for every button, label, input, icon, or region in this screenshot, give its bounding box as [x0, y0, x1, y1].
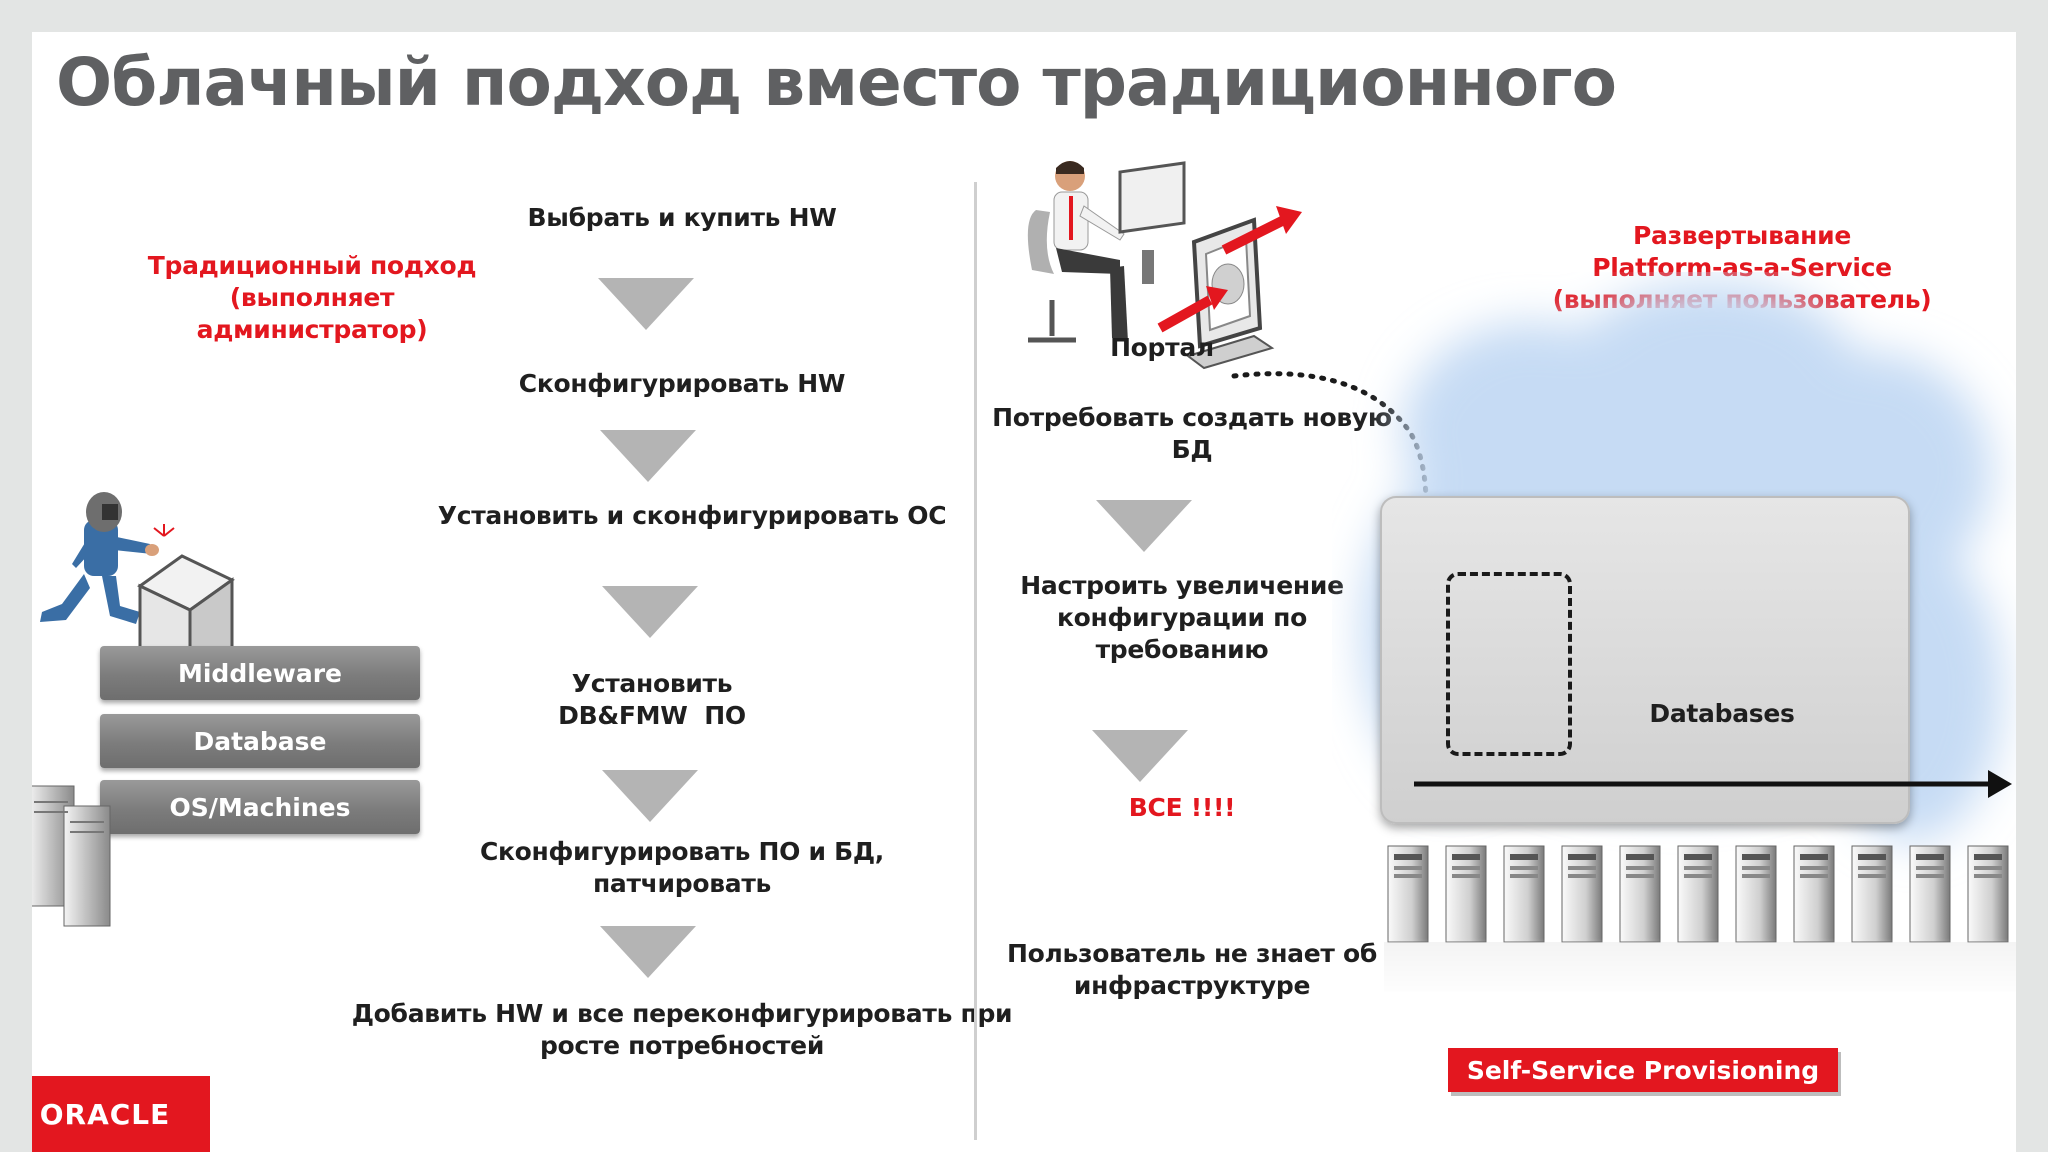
new-database-placeholder	[1446, 572, 1572, 756]
step-configure-hw: Сконфигурировать HW	[518, 369, 846, 398]
step-add-hw: Добавить HW и все переконфигурировать пр…	[351, 999, 1013, 1060]
step-buy-hw: Выбрать и купить HW	[527, 203, 837, 232]
step-request-db: Потребовать создать новую БД	[992, 403, 1392, 464]
server-icon	[32, 785, 111, 927]
scale-arrow-icon	[1414, 770, 2012, 798]
arrow-down-icon	[598, 278, 694, 330]
traditional-heading: Традиционный подход (выполняет администр…	[147, 251, 477, 344]
welder-icon	[40, 492, 175, 624]
slide: Облачный подход вместо традиционного Тра…	[32, 32, 2016, 1152]
databases-container	[1380, 496, 1910, 824]
portal-label: Портал	[1110, 333, 1214, 362]
server-farm-icon	[1384, 845, 2016, 998]
step-install-db-fmw: Установить DB&FMW ПО	[558, 669, 746, 730]
self-service-provisioning-badge: Self-Service Provisioning	[1448, 1048, 1838, 1092]
portal-user-illustration	[1027, 161, 1302, 370]
arrow-down-icon	[602, 586, 698, 638]
layer-database: Database	[100, 714, 420, 768]
user-unaware-note: Пользователь не знает об инфраструктуре	[1006, 939, 1378, 1000]
arrow-down-icon	[1096, 500, 1192, 552]
arrow-down-icon	[602, 770, 698, 822]
step-install-os: Установить и сконфигурировать ОС	[437, 501, 947, 530]
page-title: Облачный подход вместо традиционного	[56, 44, 1617, 121]
step-configure-db: Сконфигурировать ПО и БД, патчировать	[479, 837, 885, 898]
layer-middleware: Middleware	[100, 646, 420, 700]
oracle-logo: ORACLE	[32, 1076, 210, 1152]
databases-label: Databases	[1649, 699, 1795, 728]
arrow-down-icon	[600, 430, 696, 482]
arrow-down-icon	[1092, 730, 1188, 782]
divider	[974, 182, 977, 1140]
paas-heading: Развертывание Platform-as-a-Service (вып…	[1553, 221, 1932, 314]
layer-os-machines: OS/Machines	[100, 780, 420, 834]
all-done-label: ВСЕ !!!!	[1128, 793, 1236, 822]
step-scale-config: Настроить увеличение конфигурации по тре…	[1020, 571, 1344, 664]
arrow-down-icon	[600, 926, 696, 978]
